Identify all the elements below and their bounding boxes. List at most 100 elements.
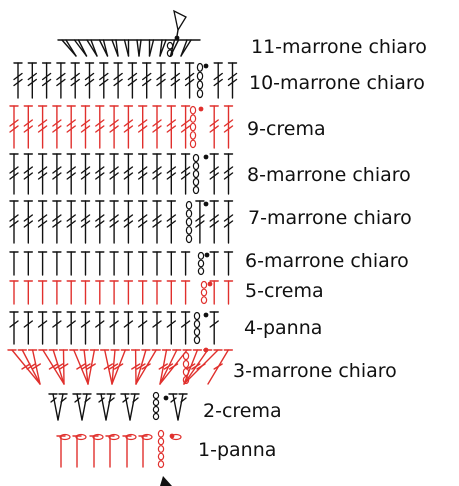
- r5-turn-chain-link: [200, 296, 208, 305]
- round-label-3: 3-marrone chiaro: [233, 360, 397, 382]
- r5-turn-chain-link: [200, 280, 208, 289]
- r3-slash: [191, 363, 201, 370]
- r3-slash: [81, 363, 91, 370]
- r10-stitch-slash: [70, 72, 80, 81]
- r8-stitch-slash: [95, 166, 105, 174]
- r8-stitch-slash: [66, 166, 76, 174]
- r10-stitch-slash: [41, 72, 52, 81]
- r2-slash: [74, 397, 81, 403]
- r10-stitch-slash: [84, 78, 95, 87]
- r7-stitch-slash: [223, 214, 234, 222]
- r6-turn-chain-link: [197, 251, 205, 260]
- r4-turn-chain-link: [193, 335, 201, 345]
- r4-stitch-slash: [166, 320, 177, 328]
- r8-stitch-slash: [123, 172, 134, 180]
- r11-stitch: [102, 39, 109, 57]
- r2-v-right: [177, 393, 184, 421]
- r9-stitch-slash: [123, 125, 134, 133]
- r9-stitch-slash: [223, 125, 234, 133]
- r11-stitch: [148, 39, 155, 57]
- r4-stitch-slash: [209, 320, 219, 328]
- r8-stitch-slash: [37, 172, 48, 180]
- r7-stitch-slash: [80, 220, 91, 228]
- r2-slash: [108, 397, 115, 403]
- r9-stitch-slash: [152, 119, 162, 127]
- r10-join-dot: [203, 63, 209, 69]
- r2-slash: [84, 397, 91, 403]
- end-triangle-icon: [173, 9, 187, 32]
- r3-slash: [76, 363, 86, 370]
- r9-stitch-slash: [123, 119, 134, 127]
- r10-stitch-slash: [213, 78, 223, 87]
- r7-stitch-slash: [137, 214, 148, 222]
- r8-stitch-slash: [166, 166, 177, 174]
- r9-turn-chain-link: [189, 131, 197, 140]
- r3-slash: [168, 363, 179, 370]
- r10-stitch-slash: [41, 78, 52, 87]
- r9-stitch-slash: [223, 119, 234, 127]
- r2-v-right: [57, 393, 64, 421]
- r7-stitch-slash: [137, 220, 148, 228]
- r11-stitch: [77, 39, 88, 57]
- r7-stitch-slash: [52, 220, 62, 228]
- r9-stitch-slash: [9, 119, 19, 127]
- r8-stitch-slash: [23, 172, 33, 180]
- r3-join-dot: [203, 347, 209, 353]
- r3-slash: [163, 363, 174, 370]
- r9-turn-chain-link: [189, 105, 197, 115]
- r4-stitch-slash: [52, 320, 62, 328]
- r3-slash: [31, 363, 41, 370]
- r7-stitch-slash: [152, 220, 162, 228]
- r10-stitch-slash: [127, 72, 138, 81]
- r8-stitch-slash: [209, 166, 219, 174]
- r4-stitch-slash: [66, 320, 76, 328]
- r8-stitch-slash: [137, 166, 148, 174]
- round-label-8: 8-marrone chiaro: [247, 164, 411, 186]
- r10-stitch-slash: [56, 78, 66, 87]
- r4-stitch-slash: [152, 320, 162, 328]
- r3-slash: [26, 363, 36, 370]
- r2-slash: [180, 397, 187, 403]
- r2-turn-chain-link: [152, 412, 160, 421]
- r3-slash: [141, 363, 151, 370]
- r7-stitch-slash: [223, 220, 234, 228]
- r7-stitch-slash: [37, 220, 48, 228]
- r2-slash: [122, 397, 129, 403]
- r7-turn-chain-link: [185, 200, 193, 210]
- r8-stitch-slash: [52, 172, 62, 180]
- r3-slash: [196, 363, 206, 370]
- r10-stitch-slash: [184, 78, 195, 87]
- round-label-4: 4-panna: [244, 317, 323, 339]
- r1-chain: [92, 433, 104, 441]
- r9-stitch-slash: [80, 125, 91, 133]
- r2-slash: [98, 397, 105, 403]
- r2-slash: [60, 397, 67, 403]
- r8-stitch-slash: [80, 166, 91, 174]
- r10-stitch-slash: [99, 78, 109, 87]
- r8-stitch-slash: [223, 166, 234, 174]
- stitch-symbols: [7, 9, 238, 486]
- r10-stitch-slash: [127, 78, 138, 87]
- r6-turn-chain-link: [197, 259, 205, 268]
- r1-chain: [108, 433, 120, 441]
- r9-stitch-slash: [166, 119, 177, 127]
- r3-slash: [185, 363, 196, 370]
- r9-turn-chain-link: [189, 139, 197, 149]
- r9-stitch-slash: [137, 125, 148, 133]
- round-label-1: 1-panna: [198, 439, 277, 461]
- r4-stitch-slash: [137, 320, 148, 328]
- r7-stitch-slash: [52, 214, 62, 222]
- r1-turn-chain-link: [157, 445, 165, 453]
- r3-slash: [108, 363, 119, 370]
- r8-stitch-slash: [52, 166, 62, 174]
- r7-turn-chain-link: [185, 226, 193, 235]
- r10-turn-chain-link: [196, 80, 204, 90]
- r7-stitch-slash: [23, 220, 33, 228]
- r1-turn-chain-link: [157, 460, 165, 469]
- r8-stitch-slash: [123, 166, 134, 174]
- r10-stitch-slash: [227, 72, 238, 81]
- r7-stitch-slash: [152, 214, 162, 222]
- r9-stitch-slash: [209, 125, 219, 133]
- r1-chain: [141, 433, 153, 441]
